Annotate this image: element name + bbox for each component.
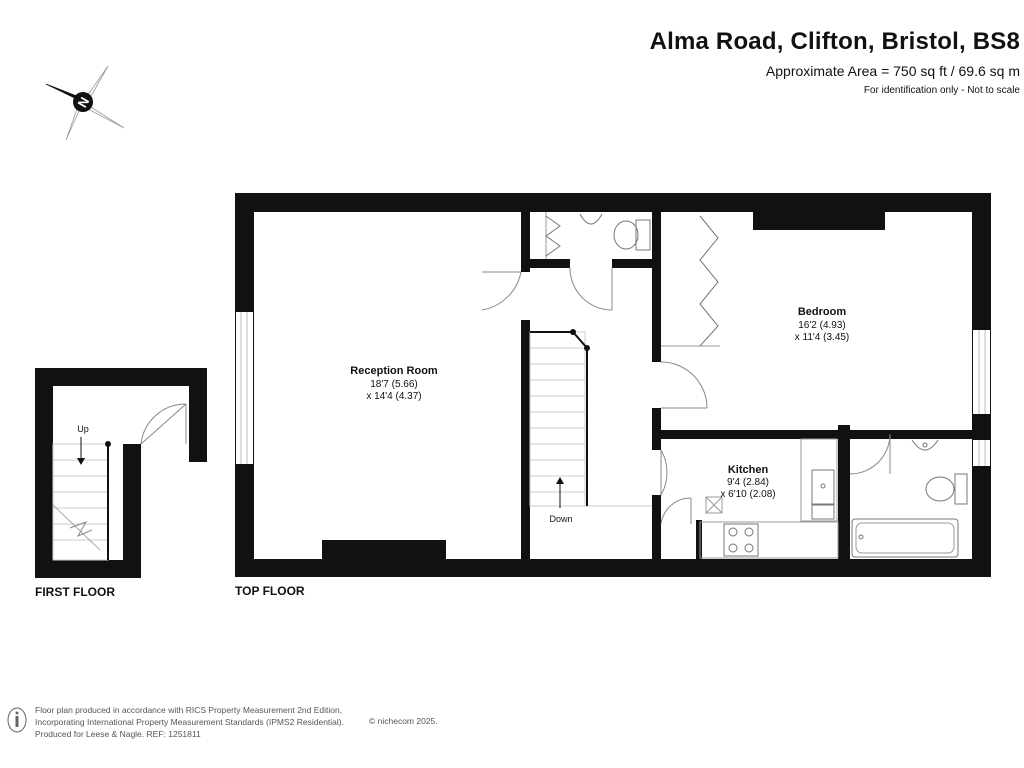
first-floor-label: FIRST FLOOR (35, 585, 115, 599)
bedroom-dim1: 16'2 (4.93) (798, 320, 846, 331)
compass-rose-icon: N (45, 65, 125, 141)
reception-room-dim1: 18'7 (5.66) (370, 379, 418, 390)
kitchen-dim1: 9'4 (2.84) (727, 477, 769, 488)
first-floor-plan (35, 368, 207, 578)
stairs-up-label: Up (77, 424, 89, 434)
footer-line-1: Floor plan produced in accordance with R… (35, 705, 343, 715)
footer-notes: Floor plan produced in accordance with R… (35, 704, 344, 740)
kitchen-dim2: x 6'10 (2.08) (720, 489, 775, 500)
approximate-area: Approximate Area = 750 sq ft / 69.6 sq m (765, 63, 1020, 79)
rics-logo-icon (7, 707, 27, 733)
footer-line-2: Incorporating International Property Mea… (35, 717, 344, 727)
top-floor-label: TOP FLOOR (235, 584, 305, 598)
bedroom-name: Bedroom (798, 306, 847, 318)
footer-copyright: © nichecom 2025. (369, 716, 438, 726)
stairs-down-label: Down (549, 514, 572, 524)
page-title: Alma Road, Clifton, Bristol, BS8 (649, 28, 1020, 55)
footer-line-3: Produced for Leese & Nagle. REF: 1251811 (35, 729, 201, 739)
bedroom-dim2: x 11'4 (3.45) (795, 332, 850, 343)
top-floor-plan (235, 193, 991, 577)
reception-room-dim2: x 14'4 (4.37) (366, 391, 421, 402)
reception-room-name: Reception Room (350, 365, 438, 377)
scale-note: For identification only - Not to scale (863, 85, 1020, 96)
kitchen-name: Kitchen (728, 464, 769, 476)
